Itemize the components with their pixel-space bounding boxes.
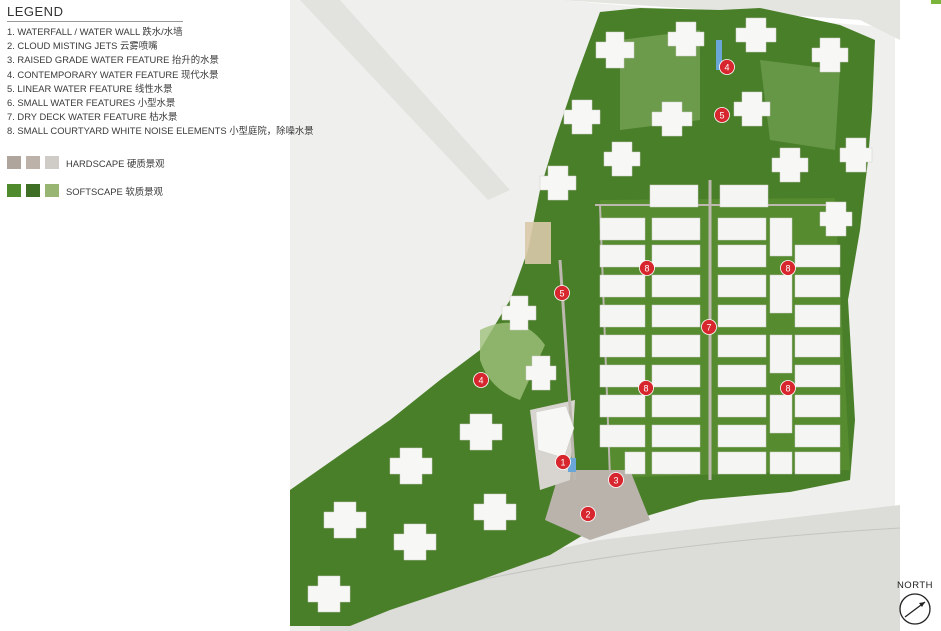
road-area [560, 0, 900, 40]
legend-item: 2. CLOUD MISTING JETS 云雾喷嘴 [7, 40, 158, 52]
marker-label: 8 [643, 384, 648, 394]
feature-marker: 3 [608, 472, 624, 488]
feature-marker: 4 [719, 59, 735, 75]
marker-label: 1 [560, 458, 565, 468]
marker-label: 5 [719, 111, 724, 121]
feature-marker: 5 [714, 107, 730, 123]
feature-marker: 5 [554, 285, 570, 301]
townhouse-grid [599, 184, 841, 475]
legend-title: LEGEND [7, 4, 183, 22]
road-area [300, 0, 510, 200]
feature-marker: 8 [780, 380, 796, 396]
legend-softscape: SOFTSCAPE 软质景观 [7, 184, 327, 198]
hardscape-swatch [7, 156, 21, 170]
feature-marker: 4 [473, 372, 489, 388]
feature-marker: 8 [638, 380, 654, 396]
lawn-area [480, 322, 545, 400]
hardscape-swatch [26, 156, 40, 170]
feature-marker: 8 [639, 260, 655, 276]
legend-item: 6. SMALL WATER FEATURES 小型水景 [7, 97, 176, 109]
softscape-swatch [7, 184, 21, 198]
marker-label: 2 [585, 510, 590, 520]
marker-label: 4 [478, 376, 483, 386]
marker-label: 8 [785, 384, 790, 394]
legend: LEGEND 1. WATERFALL / WATER WALL 跌水/水墙 2… [7, 4, 327, 198]
pavilion [525, 222, 551, 264]
hardscape-label: HARDSCAPE 硬质景观 [66, 157, 165, 169]
legend-item: 3. RAISED GRADE WATER FEATURE 抬升的水景 [7, 54, 219, 66]
legend-item: 1. WATERFALL / WATER WALL 跌水/水墙 [7, 26, 183, 37]
north-arrow-icon [899, 593, 931, 625]
marker-label: 3 [613, 476, 618, 486]
marker-label: 4 [724, 63, 729, 73]
corner-accent [931, 0, 941, 4]
north-indicator: NORTH [891, 580, 939, 631]
legend-item: 4. CONTEMPORARY WATER FEATURE 现代水景 [7, 68, 219, 80]
north-label: NORTH [896, 580, 934, 591]
feature-marker: 8 [780, 260, 796, 276]
lawn-area [760, 60, 840, 150]
softscape-label: SOFTSCAPE 软质景观 [66, 185, 163, 197]
water-feature [568, 458, 576, 472]
road-area [320, 505, 900, 631]
water-feature [716, 40, 722, 70]
feature-marker: 1 [555, 454, 571, 470]
marker-label: 5 [559, 289, 564, 299]
legend-hardscape: HARDSCAPE 硬质景观 [7, 156, 327, 170]
legend-item: 7. DRY DECK WATER FEATURE 枯水景 [7, 111, 178, 123]
legend-item: 5. LINEAR WATER FEATURE 线性水景 [7, 82, 173, 94]
feature-marker: 2 [580, 506, 596, 522]
marker-label: 8 [644, 264, 649, 274]
feature-marker: 7 [701, 319, 717, 335]
marker-label: 8 [785, 264, 790, 274]
legend-item: 8. SMALL COURTYARD WHITE NOISE ELEMENTS … [7, 125, 314, 137]
softscape-swatch [45, 184, 59, 198]
tower-blocks [307, 17, 873, 613]
hardscape-plaza [545, 470, 650, 540]
hardscape-swatch [45, 156, 59, 170]
softscape-swatch [26, 184, 40, 198]
marker-label: 7 [706, 323, 711, 333]
